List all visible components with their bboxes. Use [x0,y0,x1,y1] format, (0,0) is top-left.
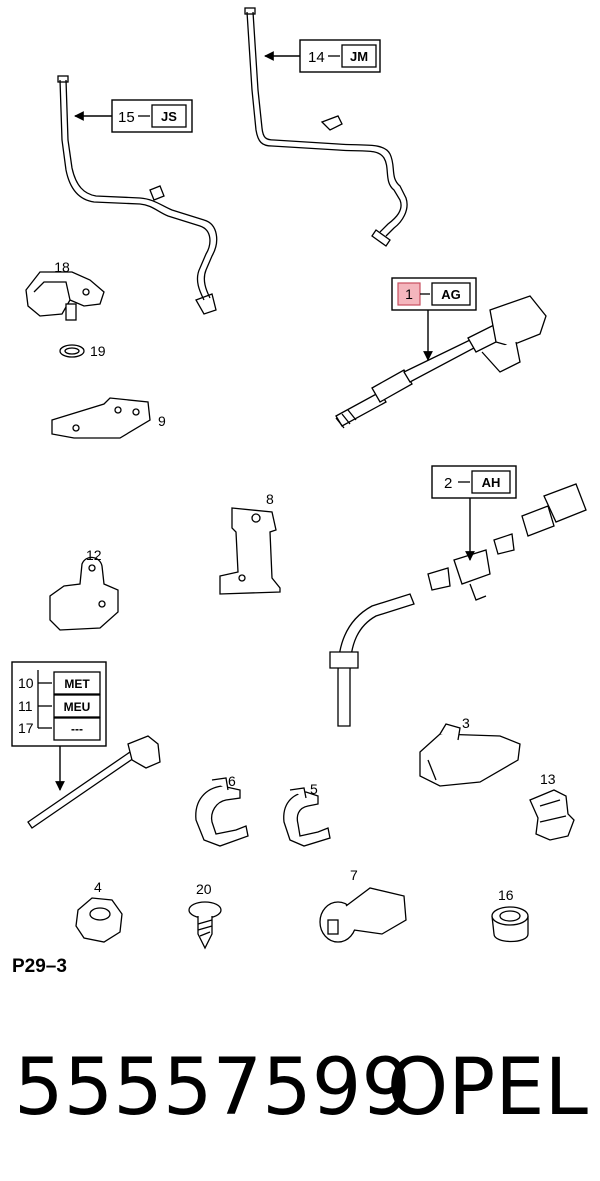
part-labels: 18 19 9 8 12 3 6 5 13 4 20 7 16 [54,259,556,903]
sensor-cable-14 [244,7,408,247]
label-4: 4 [94,879,102,895]
callout-1-code: AG [441,287,461,302]
footer-part-number: 55557599 [14,1043,411,1133]
label-3: 3 [462,715,470,731]
screw-20 [188,901,222,950]
temperature-sensor-1 [335,295,547,429]
connector-18 [25,271,105,321]
bracket-12 [49,556,119,631]
label-7: 7 [350,867,358,883]
label-6: 6 [228,773,236,789]
label-19: 19 [90,343,106,359]
clip-6 [195,777,249,847]
callout-1-number: 1 [405,286,413,302]
legend-number-10: 10 [18,675,34,691]
bracket-8 [219,507,281,595]
legend-code-met: MET [64,677,90,691]
callout-15-code: JS [161,109,177,124]
temperature-sensor-2 [329,483,587,727]
callout-15: 15 JS [74,99,193,133]
footer-brand: OPEL [387,1043,589,1133]
callout-1: 1 AG [391,277,477,361]
clip-5 [283,787,331,847]
label-16: 16 [498,887,514,903]
callout-14-code: JM [350,49,368,64]
pressure-sensor-3 [419,723,521,787]
callout-14: 14 JM [264,39,381,73]
clip-13 [529,789,575,841]
callout-15-number: 15 [118,109,135,126]
legend-number-11: 11 [18,698,33,714]
callout-2-code: AH [482,475,501,490]
legend-box: 10 MET 11 MEU 17 --- [11,661,107,791]
label-13: 13 [540,771,556,787]
label-18: 18 [54,259,70,275]
ring-16 [491,906,529,943]
holder-7 [319,887,407,943]
legend-code-meu: MEU [64,700,91,714]
label-9: 9 [158,413,166,429]
label-8: 8 [266,491,274,507]
callout-14-number: 14 [308,49,325,66]
label-12: 12 [86,547,102,563]
o-ring-19 [59,344,85,358]
callout-2-number: 2 [444,475,452,492]
label-20: 20 [196,881,212,897]
legend-number-17: 17 [18,720,34,736]
bracket-9 [51,397,151,439]
diagram-reference: P29–3 [12,956,67,977]
cable-tie [27,735,161,829]
callout-2: 2 AH [431,465,517,561]
label-5: 5 [310,781,318,797]
nut-4 [75,897,123,943]
sensor-cable-15 [57,75,218,315]
legend-code-dashes: --- [71,722,83,736]
